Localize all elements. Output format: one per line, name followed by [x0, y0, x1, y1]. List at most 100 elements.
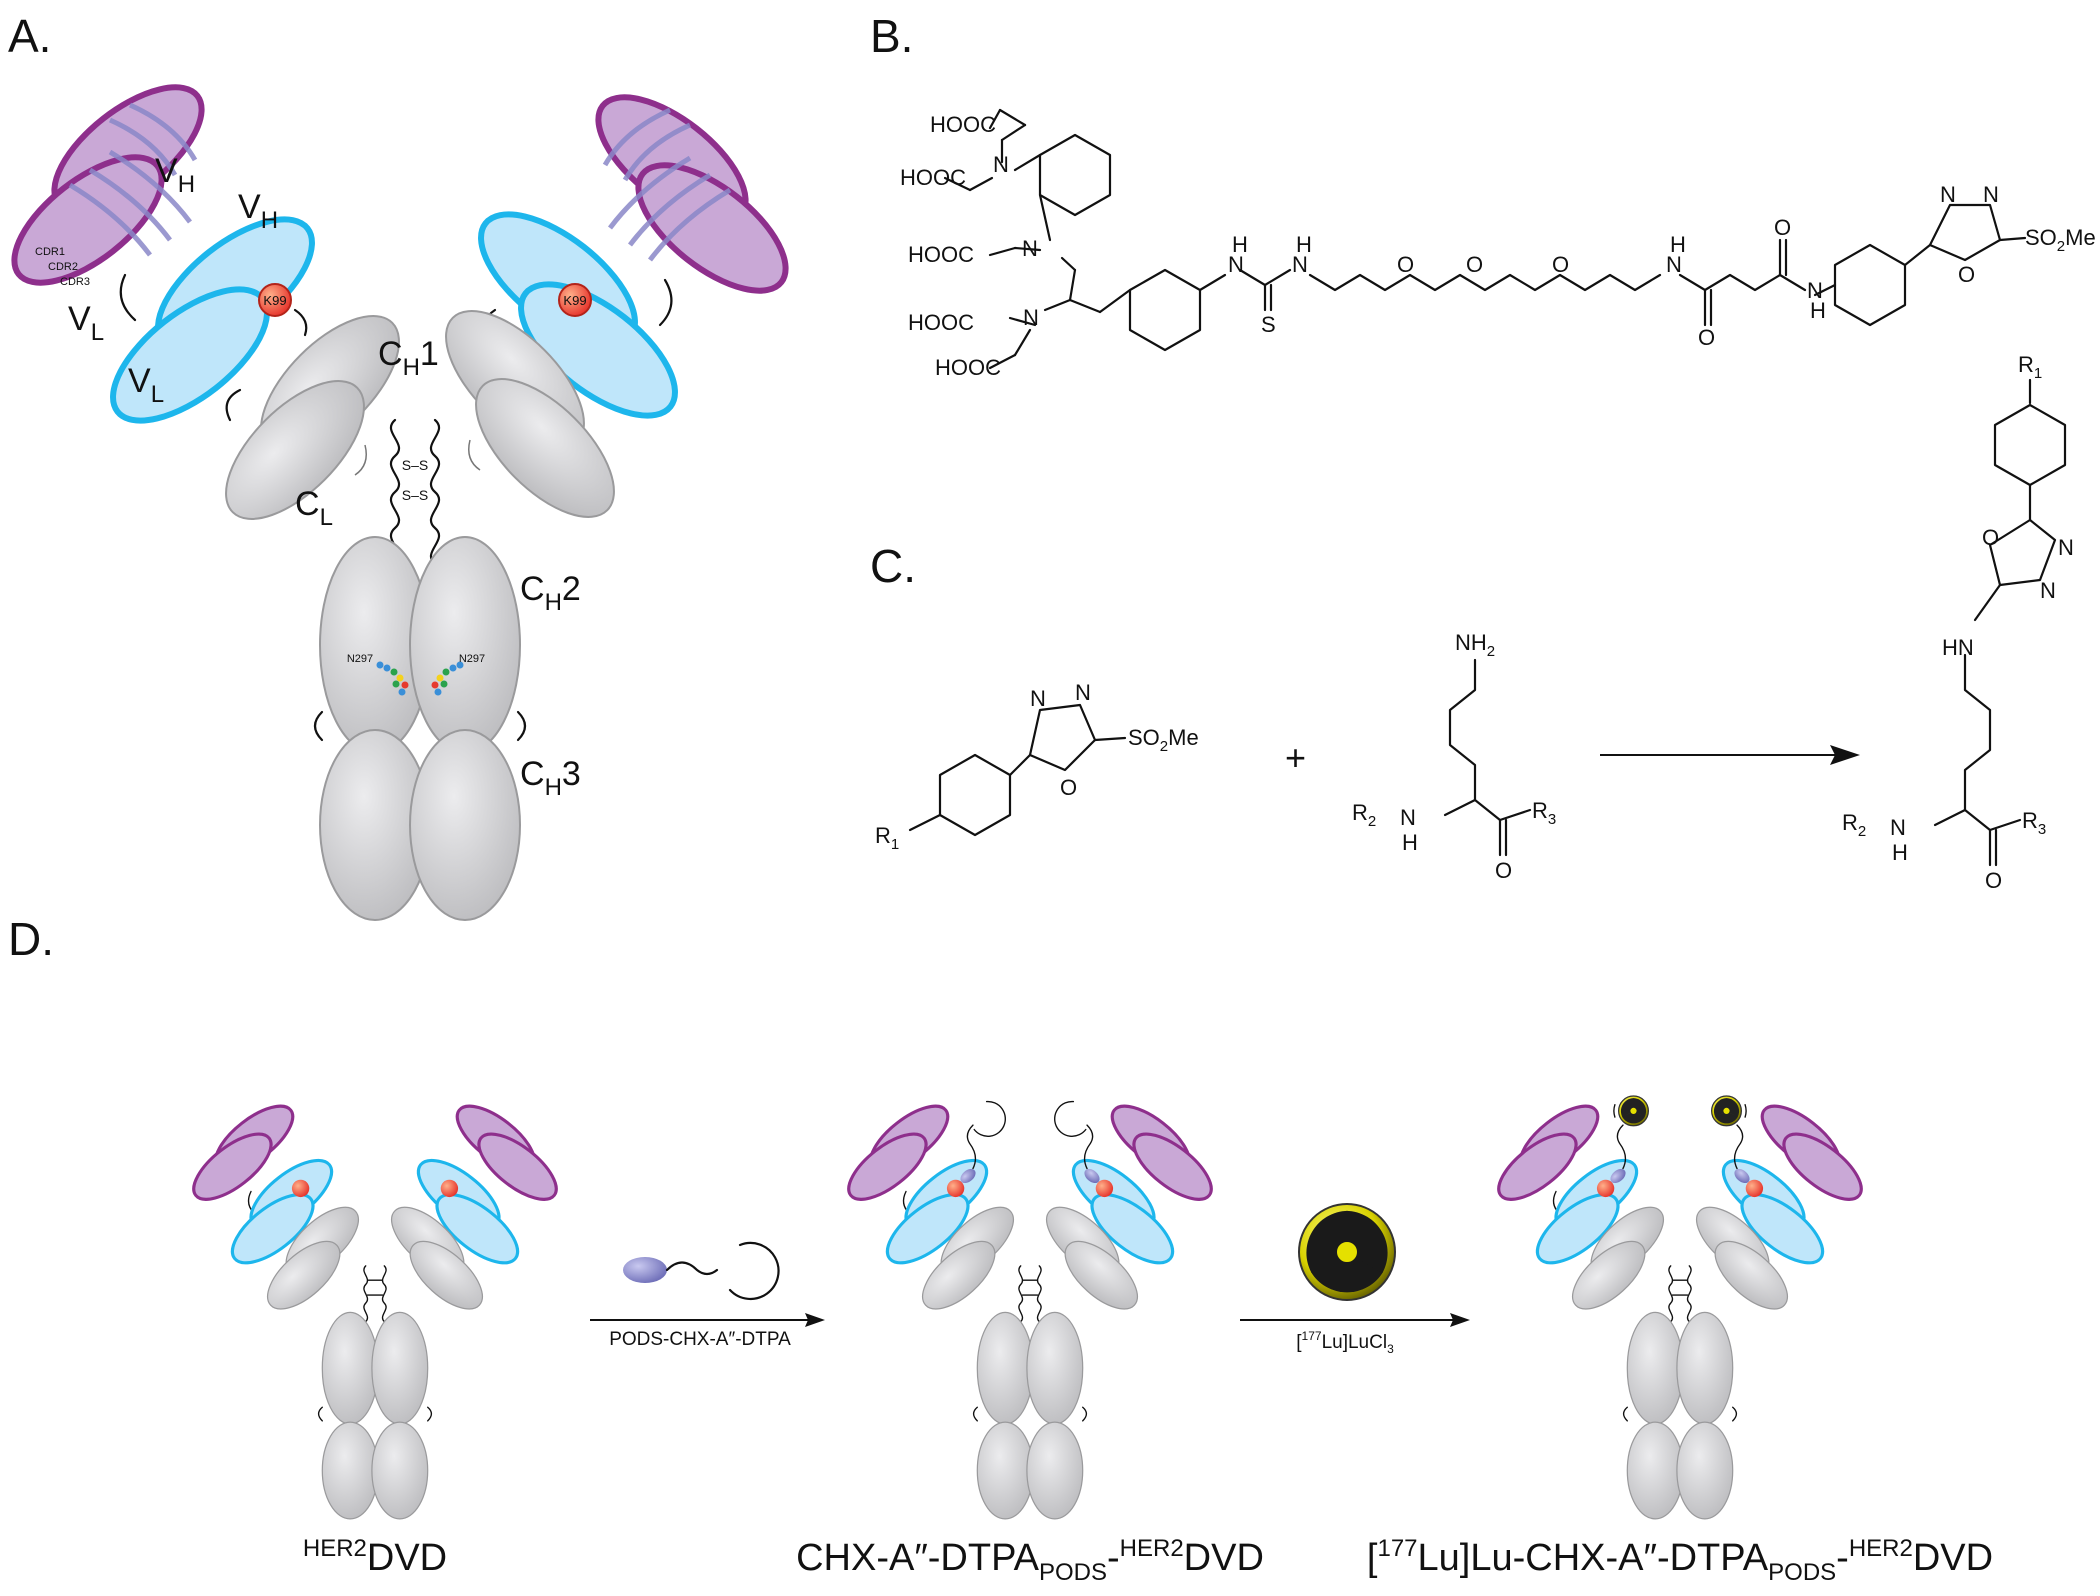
cl-domain-left: [225, 380, 365, 520]
pods-reagent-labels: R1 N N O SO2Me: [875, 680, 1199, 853]
svg-text:HOOC: HOOC: [900, 165, 966, 190]
svg-text:R3: R3: [1532, 798, 1556, 828]
svg-text:N: N: [1030, 686, 1046, 711]
ch3-domain-right: [409, 729, 521, 921]
plus-sign: +: [1285, 737, 1306, 778]
svg-text:N: N: [1983, 182, 1999, 207]
label-cdr3: CDR3: [60, 276, 90, 288]
svg-text:O: O: [1466, 252, 1483, 277]
svg-text:R3: R3: [2022, 808, 2046, 838]
svg-text:O: O: [1774, 215, 1791, 240]
radioactive-icon: [1613, 1095, 1649, 1127]
reagent-pods-icon: [623, 1241, 780, 1301]
svg-text:N: N: [1890, 815, 1906, 840]
svg-text:O: O: [1958, 262, 1975, 287]
svg-text:H: H: [1232, 232, 1248, 257]
svg-text:O: O: [1982, 525, 1999, 550]
svg-text:R2: R2: [1352, 800, 1376, 830]
label-cdr2: CDR2: [48, 261, 78, 273]
svg-text:O: O: [1552, 252, 1569, 277]
svg-text:O: O: [1495, 858, 1512, 883]
lysine-labels: NH2 R2 N H R3 O: [1352, 630, 1556, 883]
svg-text:N: N: [1666, 252, 1682, 277]
antibody-lu177-conjugate: [1486, 1092, 1874, 1521]
lysine-structure: [1443, 658, 1532, 857]
svg-text:O: O: [1985, 868, 2002, 893]
svg-text:O: O: [1397, 252, 1414, 277]
svg-text:HN: HN: [1942, 635, 1974, 660]
caption-lu177-conjugate: [177Lu]Lu-CHX-A″-DTPAPODS-HER2DVD: [1367, 1535, 1993, 1586]
svg-text:SO2Me: SO2Me: [2025, 225, 2096, 255]
disulfide-bond-1: S–S: [402, 457, 428, 473]
caption-her2dvd: HER2DVD: [303, 1535, 447, 1579]
panel-label-c: C.: [870, 540, 916, 592]
svg-text:N: N: [1292, 252, 1308, 277]
label-cl: CL: [295, 485, 333, 531]
pods-chx-dtpa-structure: [943, 108, 2027, 370]
k99-label-left: K99: [263, 293, 286, 308]
label-ch1: CH1: [378, 335, 439, 381]
antibody-structure: K99 K99 S–S S–S: [11, 84, 789, 921]
svg-text:HOOC: HOOC: [908, 242, 974, 267]
svg-text:H: H: [1670, 232, 1686, 257]
svg-text:HOOC: HOOC: [930, 112, 996, 137]
label-ch3: CH3: [520, 755, 581, 801]
svg-text:H: H: [1296, 232, 1312, 257]
chelator-icon: [973, 1100, 1006, 1137]
label-vl-outer: VL: [68, 300, 104, 346]
k99-residue-left: [258, 283, 292, 317]
svg-text:H: H: [1402, 830, 1418, 855]
label-vh-outer: VH: [155, 152, 195, 198]
panel-label-a: A.: [8, 10, 51, 62]
svg-text:N: N: [1807, 278, 1823, 303]
n297-label-left: N297: [347, 653, 373, 665]
reaction-arrowhead-c: [1830, 745, 1860, 765]
product-labels: R1 O N N HN R2 N H R3 O: [1842, 352, 2074, 893]
panel-b-atom-labels: HOOC HOOC HOOC HOOC HOOC N N N N H S N H…: [900, 112, 2096, 380]
svg-text:N: N: [1228, 252, 1244, 277]
vl-domain-right-inner: [518, 281, 678, 419]
svg-text:N: N: [1400, 805, 1416, 830]
pods-reagent-structure: [908, 703, 1127, 837]
antibody-her2dvd: [181, 1092, 569, 1521]
reagent-label-1: PODS-CHX-A″-DTPA: [609, 1329, 791, 1350]
label-vh-inner: VH: [238, 188, 278, 234]
panel-label-d: D.: [8, 913, 54, 965]
svg-text:N: N: [1022, 236, 1038, 261]
svg-text:N: N: [2040, 578, 2056, 603]
svg-text:NH2: NH2: [1455, 630, 1495, 660]
glycan-left: [376, 661, 409, 696]
k99-label-right: K99: [563, 293, 586, 308]
svg-text:SO2Me: SO2Me: [1128, 725, 1199, 755]
svg-text:N: N: [1075, 680, 1091, 705]
svg-text:R1: R1: [875, 823, 899, 853]
svg-text:S: S: [1261, 312, 1276, 337]
svg-text:H: H: [1892, 840, 1908, 865]
k99-residue-right: [558, 283, 592, 317]
svg-text:H: H: [1810, 298, 1826, 323]
vl-domain-left-outer: [11, 154, 165, 286]
panel-label-b: B.: [870, 10, 913, 62]
svg-text:N: N: [2058, 535, 2074, 560]
n297-label-right: N297: [459, 653, 485, 665]
svg-text:O: O: [1060, 775, 1077, 800]
svg-text:N: N: [1940, 182, 1956, 207]
svg-text:R2: R2: [1842, 810, 1866, 840]
product-structure: [1933, 378, 2067, 867]
svg-text:HOOC: HOOC: [935, 355, 1001, 380]
reaction-arrowhead-1: [805, 1313, 825, 1327]
label-ch2: CH2: [520, 570, 581, 616]
antibody-chx-dtpa-conjugate: [836, 1092, 1224, 1521]
svg-text:R1: R1: [2018, 352, 2042, 382]
glycan-right: [431, 661, 464, 696]
k99-residue: [291, 1179, 310, 1198]
label-cdr1: CDR1: [35, 246, 65, 258]
ch2-domain-right: [409, 536, 521, 754]
svg-text:O: O: [1698, 325, 1715, 350]
chelator-icon: [1054, 1100, 1087, 1137]
radioactive-icon: [1298, 1203, 1396, 1301]
radioactive-icon: [1711, 1095, 1747, 1127]
cl-domain-right: [475, 378, 615, 518]
svg-text:HOOC: HOOC: [908, 310, 974, 335]
